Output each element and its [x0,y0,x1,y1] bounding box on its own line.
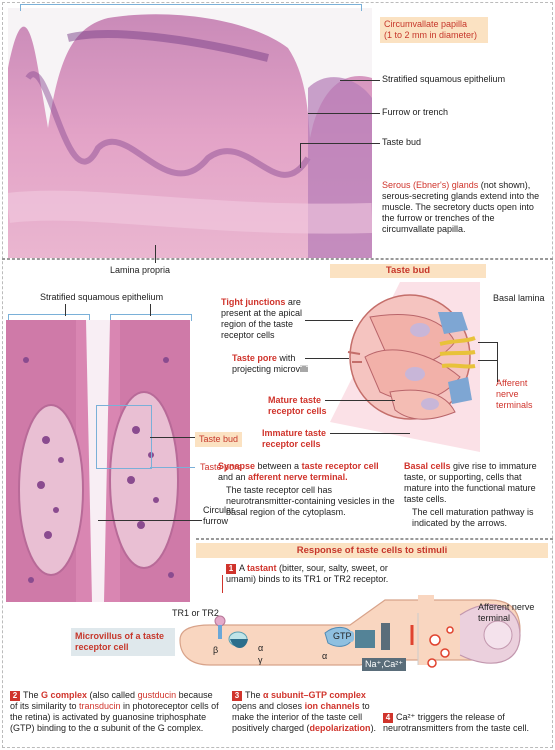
taste-bud-header: Taste bud [330,264,486,278]
taste-bud-label-left: Taste bud [195,432,243,447]
gtp-label: GTP [331,631,354,642]
tr-label: TR1 or TR2 [172,608,219,618]
papilla-bracket [20,4,362,11]
alpha2-label: α [322,651,328,661]
lamina-propria-label: Lamina propria [110,265,171,275]
taste-pore-text: Taste pore with projecting microvilli [232,353,309,374]
strat-epith-label-left: Stratified squamous epithelium [40,292,164,302]
furrow-label: Furrow or trench [382,107,449,117]
circumvallate-label: Circumvallate papilla (1 to 2 mm in diam… [380,17,488,43]
beta-label: β [213,645,219,655]
afferent-terminals-label: Afferent nerve terminals [496,378,533,410]
circular-furrow-label: Circular furrow [203,505,235,526]
immature-cells-label: Immature taste receptor cells [262,428,327,449]
taste-bud-diagram [330,282,480,452]
ions-label: Na⁺,Ca²⁺ [362,658,407,671]
serous-glands-text: Serous (Ebner's) glands (not shown), ser… [382,180,540,234]
gamma-label: γ [258,655,263,665]
response-header: Response of taste cells to stimuli [196,543,548,558]
mature-cells-label: Mature taste receptor cells [268,395,327,416]
taste-bud-box [96,405,152,469]
basal-cells-text: Basal cells give rise to immature taste,… [404,461,537,528]
synapse-text: Synapse between a taste receptor cell an… [218,461,395,517]
taste-bud-micrograph [6,320,190,602]
basal-lamina-label: Basal lamina [493,293,545,303]
taste-bud-label-top: Taste bud [382,137,422,147]
taste-pore-label: Taste pore [200,462,243,472]
alpha-label: α [258,643,264,653]
tight-junctions-text: Tight junctions are present at the apica… [221,297,303,340]
strat-epith-label: Stratified squamous epithelium [382,74,506,84]
microvillus-box: Microvillus of a taste receptor cell [71,628,175,656]
circumvallate-micrograph [6,8,373,258]
afferent-terminal-label: Afferent nerve terminal [478,602,535,623]
